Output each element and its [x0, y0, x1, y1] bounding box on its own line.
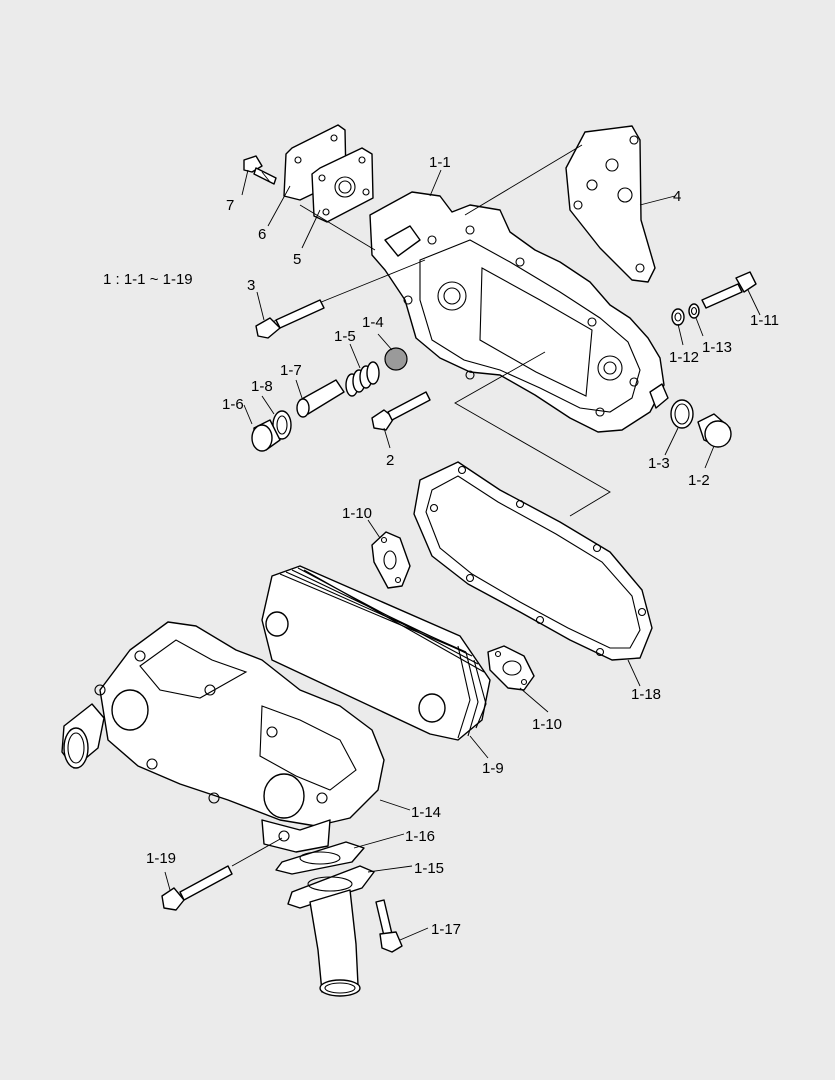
label-4: 4 [673, 188, 681, 205]
cover-plate-5 [311, 147, 374, 223]
label-1-5: 1-5 [334, 328, 356, 345]
gasket-1-16 [275, 841, 365, 875]
plug-1-6 [251, 419, 281, 452]
spring-1-5 [345, 361, 380, 397]
bolt-2 [371, 391, 431, 431]
label-1-18: 1-18 [631, 686, 661, 703]
leader-lines [164, 169, 761, 941]
label-1-8: 1-8 [251, 378, 273, 395]
cooler-housing-1-1 [369, 191, 669, 433]
label-1-19: 1-19 [146, 850, 176, 867]
assembly-note: 1 : 1-1 ~ 1-19 [103, 271, 193, 288]
small-gasket-1-10-lower [487, 645, 535, 691]
label-6: 6 [258, 226, 266, 243]
label-2: 2 [386, 452, 394, 469]
label-1-3: 1-3 [648, 455, 670, 472]
label-1-14: 1-14 [411, 804, 441, 821]
cover-1-14 [61, 621, 385, 853]
drain-plug-1-2 [697, 413, 732, 448]
plunger-1-7 [296, 379, 345, 418]
bolt-3 [255, 299, 325, 339]
bolt-1-17 [375, 899, 403, 953]
check-ball-1-4 [384, 347, 408, 371]
label-1-1: 1-1 [429, 154, 451, 171]
small-gasket-1-10-upper [371, 531, 411, 589]
gasket-1-18 [413, 461, 653, 661]
part-labels: 1 : 1-1 ~ 1-19 1-1 4 7 6 5 3 1-4 1-5 1-7… [103, 154, 779, 938]
label-1-7: 1-7 [280, 362, 302, 379]
label-1-17: 1-17 [431, 921, 461, 938]
label-1-16: 1-16 [405, 828, 435, 845]
washer-1-12 [671, 308, 685, 326]
label-1-12: 1-12 [669, 349, 699, 366]
label-1-6: 1-6 [222, 396, 244, 413]
label-1-9: 1-9 [482, 760, 504, 777]
label-1-11: 1-11 [750, 312, 779, 329]
label-1-15: 1-15 [414, 860, 444, 877]
label-1-4: 1-4 [362, 314, 384, 331]
label-7: 7 [226, 197, 234, 214]
bolt-7 [243, 155, 277, 185]
label-1-13: 1-13 [702, 339, 732, 356]
label-5: 5 [293, 251, 301, 268]
washer-1-13 [688, 303, 700, 319]
cooler-element-1-9 [261, 565, 491, 741]
gasket-ring-1-3 [670, 399, 694, 429]
label-3: 3 [247, 277, 255, 294]
label-1-2: 1-2 [688, 472, 710, 489]
bolt-1-19 [161, 865, 233, 911]
label-1-10-lower: 1-10 [532, 716, 562, 733]
label-1-10-upper: 1-10 [342, 505, 372, 522]
bolt-1-11 [701, 271, 757, 309]
bracket-plate-4 [565, 125, 656, 283]
outlet-pipe-1-15 [287, 865, 375, 997]
